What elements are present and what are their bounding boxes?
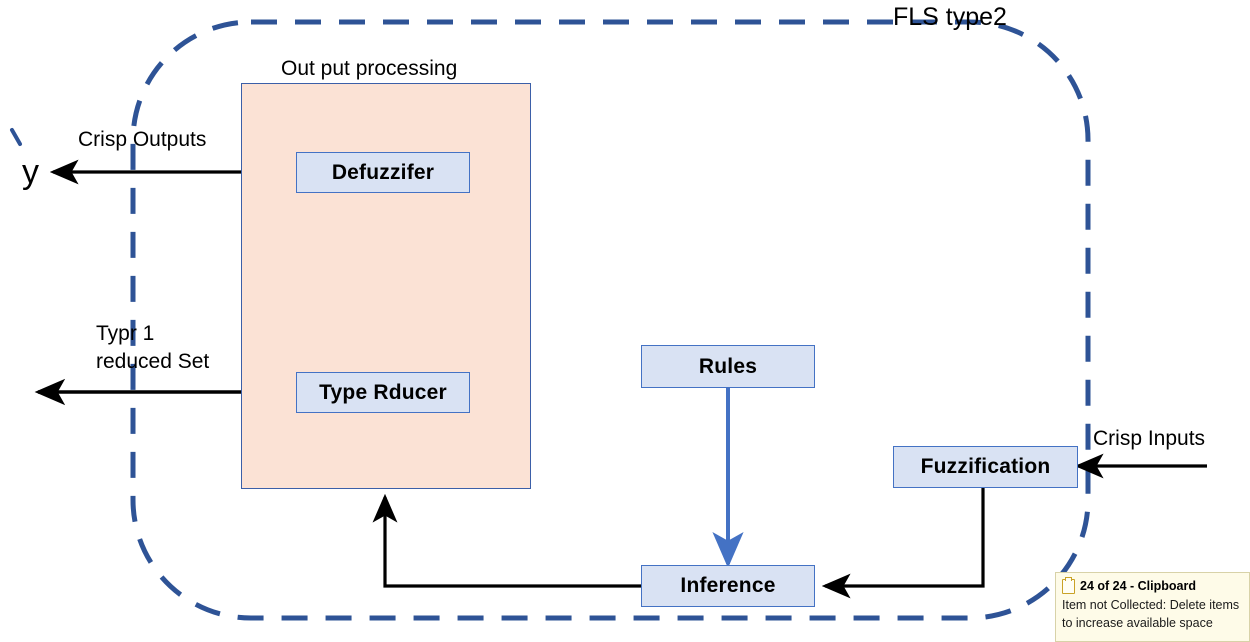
- node-type-reducer[interactable]: Type Rducer: [296, 372, 470, 413]
- output-processing-label: Out put processing: [281, 57, 458, 80]
- diagram-title: FLS type2: [893, 3, 1007, 31]
- node-inference-label: Inference: [680, 574, 776, 597]
- clipboard-tooltip[interactable]: 24 of 24 - Clipboard Item not Collected:…: [1055, 572, 1250, 642]
- node-fuzzification[interactable]: Fuzzification: [893, 446, 1078, 488]
- node-inference[interactable]: Inference: [641, 565, 815, 607]
- output-processing-panel: [241, 83, 531, 489]
- node-fuzzification-label: Fuzzification: [920, 455, 1051, 478]
- label-output-variable: y: [22, 153, 39, 191]
- clipboard-icon: [1062, 577, 1075, 595]
- node-defuzzifier[interactable]: Defuzzifer: [296, 152, 470, 193]
- arrow-inference-to-panel: [372, 493, 641, 588]
- node-rules-label: Rules: [698, 354, 758, 378]
- node-rules[interactable]: Rules: [641, 345, 815, 388]
- label-crisp-outputs: Crisp Outputs: [78, 128, 207, 151]
- clipboard-tooltip-body: Item not Collected: Delete items to incr…: [1062, 597, 1240, 630]
- clipboard-tooltip-title: 24 of 24 - Clipboard: [1080, 579, 1196, 593]
- arrow-fuzzification-to-inference: [821, 488, 985, 599]
- node-type-reducer-label: Type Rducer: [319, 380, 447, 404]
- label-type1-reduced-set: Typr 1 reduced Set: [96, 322, 210, 373]
- node-defuzzifier-label: Defuzzifer: [331, 160, 435, 184]
- clipboard-tooltip-title-row: 24 of 24 - Clipboard: [1062, 577, 1242, 596]
- label-crisp-inputs: Crisp Inputs: [1093, 427, 1206, 450]
- stray-dash-mark: [10, 128, 22, 146]
